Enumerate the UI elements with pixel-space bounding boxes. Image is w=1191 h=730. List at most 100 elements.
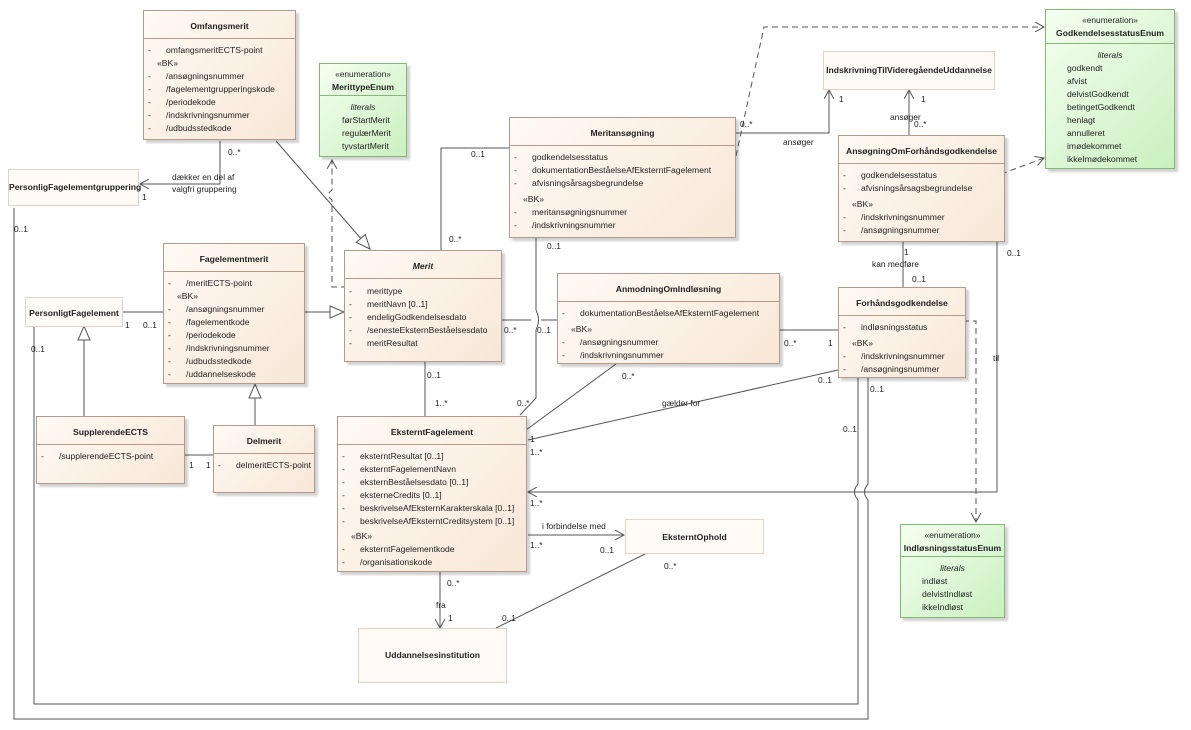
enum-merittype[interactable]: «enumeration» MerittypeEnum literals før… [319, 63, 407, 157]
attribute: dokumentationBeståelseAfEksterntFageleme… [580, 308, 760, 318]
attribute: meritNavn [0..1] [367, 299, 428, 309]
attribute: omfangsmeritECTS-point [166, 45, 263, 55]
bk-stereotype: «BK» [852, 338, 874, 348]
multiplicity-label: 0..1 [31, 344, 45, 354]
attribute: beskrivelseAfEksterntCreditsystem [0..1] [360, 516, 515, 526]
class-personligt-fagelement[interactable]: PersonligtFagelement [25, 297, 123, 327]
multiplicity-label: 0..* [228, 147, 241, 157]
class-personlig-fagelementgruppering[interactable]: PersonligFagelementgruppering [8, 169, 142, 206]
dep-fg-indl [963, 320, 976, 522]
attribute: /meritECTS-point [186, 278, 252, 288]
enum-name: GodkendelsesstatusEnum [1056, 28, 1164, 38]
class-supplerende-ects[interactable]: SupplerendeECTS -/supplerendeECTS-point [36, 416, 185, 484]
gen-omfangsmerit-merit [275, 140, 370, 249]
class-merit[interactable]: Merit -merittype -meritNavn [0..1] -ende… [344, 250, 502, 362]
attribute: /fagelementgrupperingskode [166, 84, 275, 94]
attribute: /indskrivningsnummer [580, 350, 664, 360]
role-label: ansøger [783, 137, 814, 147]
bk-stereotype: «BK» [351, 531, 373, 541]
class-delmerit[interactable]: Delmerit -delmeritECTS-point [213, 425, 315, 493]
literal: indløst [922, 576, 948, 586]
multiplicity-label: 0..* [622, 371, 635, 381]
multiplicity-label: 0..* [449, 234, 462, 244]
class-omfangsmerit[interactable]: Omfangsmerit -omfangsmeritECTS-point «BK… [143, 10, 296, 140]
class-name: AnsøgningOmForhåndsgodkendelse [846, 146, 997, 156]
literal: afvist [1067, 76, 1088, 86]
multiplicity-label: 0..1 [427, 370, 441, 380]
attribute: /fagelementkode [186, 317, 250, 327]
attribute: afvisningsårsagsbegrundelse [861, 183, 973, 193]
multiplicity-label: 0..1 [471, 149, 485, 159]
line-omfangsmerit-gruppering [140, 141, 221, 184]
class-fagelementmerit[interactable]: Fagelementmerit -/meritECTS-point «BK» -… [163, 243, 305, 384]
line-fg-pf-loop [33, 326, 859, 705]
attribute: /senesteEksternBeståelsesdato [367, 325, 488, 335]
attribute: /indskrivningsnummer [532, 220, 616, 230]
multiplicity-label: 0..1 [600, 545, 614, 555]
class-indskrivning[interactable]: IndskrivningTilVideregåendeUddannelse [823, 51, 995, 90]
multiplicity-label: 0..* [914, 119, 927, 129]
multiplicity-label: 0..1 [912, 274, 926, 284]
literal: regulærMerit [342, 128, 391, 138]
attribute: /ansøgningsnummer [861, 225, 940, 235]
multiplicity-label: 1 [828, 338, 833, 348]
dep-merittype [329, 160, 347, 288]
enum-stereotype: «enumeration» [924, 530, 981, 540]
multiplicity-label: 0..1 [14, 224, 28, 234]
class-name: PersonligFagelementgruppering [9, 182, 142, 192]
literal: godkendt [1067, 63, 1103, 73]
multiplicity-label: 1..* [530, 498, 543, 508]
enum-indlosningsstatus[interactable]: «enumeration» IndløsningsstatusEnum lite… [900, 524, 1005, 618]
attribute: eksterntFagelementkode [360, 544, 455, 554]
attribute: eksterntFagelementNavn [360, 464, 457, 474]
line-eo-ui [495, 553, 646, 629]
class-eksternt-ophold[interactable]: EksterntOphold [625, 519, 764, 554]
association-label: valgfri gruppering [172, 184, 237, 194]
enum-godkendelsesstatus[interactable]: «enumeration» GodkendelsesstatusEnum lit… [1045, 9, 1175, 169]
literal: annulleret [1067, 128, 1105, 138]
attribute: /indskrivningsnummer [861, 212, 945, 222]
multiplicity-label: 1 [206, 460, 211, 470]
class-eksternt-fagelement[interactable]: EksterntFagelement -eksterntResultat [0.… [337, 416, 527, 572]
literal: delvistGodkendt [1067, 89, 1129, 99]
multiplicity-label: 0..1 [818, 375, 832, 385]
dep-af-godk [1000, 158, 1044, 175]
association-label: gælder for [662, 398, 701, 408]
class-meritansogning[interactable]: Meritansøgning -godkendelsesstatus -doku… [509, 117, 736, 238]
multiplicity-label: 0..1 [870, 384, 884, 394]
attribute: /ansøgningsnummer [580, 337, 659, 347]
line-ma-merit [440, 147, 509, 250]
class-forhaandsgodkendelse[interactable]: Forhåndsgodkendelse -indløsningsstatus «… [838, 287, 966, 378]
class-ansogning-forhaandsgodkendelse[interactable]: AnsøgningOmForhåndsgodkendelse -godkende… [838, 135, 1005, 242]
class-uddannelsesinstitution[interactable]: Uddannelsesinstitution [358, 628, 507, 683]
class-name: Meritansøgning [590, 128, 655, 138]
literal: imødekommet [1067, 141, 1122, 151]
literals-label: literals [940, 563, 965, 573]
class-name: Merit [412, 261, 434, 271]
attribute: /udbudsstedkode [166, 123, 232, 133]
line-anm-ef [525, 363, 617, 431]
line-ma-ef [519, 238, 539, 416]
association-label: dækker en del af [172, 172, 235, 182]
attribute: /uddannelseskode [186, 369, 256, 379]
multiplicity-label: 1 [125, 320, 130, 330]
multiplicity-label: 1 [448, 613, 453, 623]
role-label: ansøger [890, 112, 921, 122]
class-anmodning-om-indlosning[interactable]: AnmodningOmIndløsning -dokumentationBest… [557, 273, 780, 364]
attribute: /periodekode [166, 97, 216, 107]
attribute: dokumentationBeståelseAfEksterntFageleme… [532, 165, 712, 175]
line-fg-ef [527, 369, 839, 441]
multiplicity-label: 0..1 [143, 320, 157, 330]
multiplicity-label: 1 [904, 247, 909, 257]
multiplicity-label: 1..* [435, 398, 448, 408]
multiplicity-label: 0..1 [502, 613, 516, 623]
class-name: SupplerendeECTS [73, 427, 148, 437]
attribute: beskrivelseAfEksternKarakterskala [0..1] [360, 503, 515, 513]
association-label: kan medføre [872, 259, 920, 269]
bk-stereotype: «BK» [523, 194, 545, 204]
multiplicity-label: 0..1 [547, 241, 561, 251]
class-name: Fagelementmerit [199, 254, 269, 264]
attribute: /ansøgningsnummer [186, 304, 265, 314]
multiplicity-label: 0..1 [1007, 248, 1021, 258]
